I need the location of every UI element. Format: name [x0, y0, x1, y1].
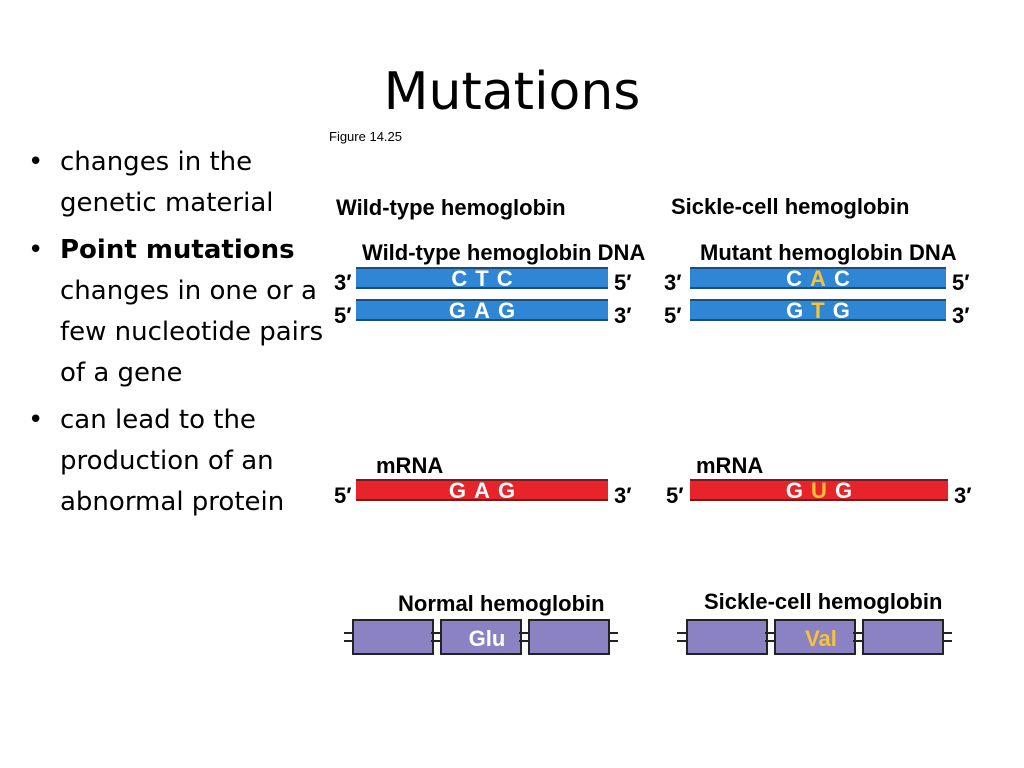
wt-mrna-strand [356, 479, 608, 501]
wt-mrna-left-end: 5′ [334, 483, 352, 508]
peptide-bond [519, 632, 529, 642]
bullet-text: changes in the genetic material [60, 147, 274, 218]
mutated-base: A [810, 266, 826, 291]
base: C [786, 266, 803, 291]
peptide-bond [853, 632, 863, 642]
figure-label: Figure 14.25 [329, 129, 402, 144]
slide-title: Mutations [383, 62, 641, 122]
wt-bottom-right-end: 3′ [614, 303, 632, 328]
bullet-list: changes in the genetic material Point mu… [28, 142, 328, 529]
amino-acid-box [862, 619, 944, 655]
wild-type-heading: Wild-type hemoglobin [336, 195, 566, 220]
wt-bottom-sequence: G A G [356, 300, 608, 322]
base: G [448, 298, 467, 323]
amino-acid-glu: Glu [468, 626, 506, 651]
bullet-item: Point mutations changes in one or a few … [28, 230, 328, 394]
mut-top-sequence: C A C [690, 268, 946, 290]
bullet-item: changes in the genetic material [28, 142, 328, 224]
base: G [497, 478, 516, 503]
amino-acid-box-val [774, 619, 856, 655]
amino-acid-val: Val [805, 626, 837, 651]
base: C [451, 266, 468, 291]
wt-top-sequence: C T C [356, 268, 608, 290]
wt-mrna-label: mRNA [376, 453, 444, 478]
bullet-text: can lead to the production of an abnorma… [60, 405, 285, 517]
base: T [475, 266, 489, 291]
wt-mrna-sequence: G A G [356, 480, 608, 502]
normal-hemoglobin-label: Normal hemoglobin [398, 591, 605, 616]
mut-top-right-end: 5′ [952, 270, 970, 295]
peptide-bond [677, 632, 687, 642]
base: G [785, 478, 804, 503]
peptide-bond [942, 632, 952, 642]
base: G [497, 298, 516, 323]
mut-mrna-left-end: 5′ [666, 483, 684, 508]
base: C [496, 266, 513, 291]
base: G [834, 478, 853, 503]
mut-mrna-strand [690, 479, 948, 501]
peptide-bond [344, 632, 354, 642]
mut-bottom-right-end: 3′ [952, 303, 970, 328]
amino-acid-box-glu [440, 619, 522, 655]
peptide-bond [765, 632, 775, 642]
wild-type-dna-label: Wild-type hemoglobin DNA [362, 240, 646, 265]
mut-bottom-sequence: G T G [690, 300, 946, 322]
amino-acid-box [352, 619, 434, 655]
mut-top-left-end: 3′ [664, 270, 682, 295]
mut-mrna-sequence: G U G [690, 480, 948, 502]
mut-dna-bottom-strand [690, 299, 946, 321]
wt-top-left-end: 3′ [334, 270, 352, 295]
base: G [448, 478, 467, 503]
wt-dna-bottom-strand [356, 299, 608, 321]
bullet-text: changes in one or a few nucleotide pairs… [60, 276, 324, 388]
mut-mrna-right-end: 3′ [954, 483, 972, 508]
bullet-item: can lead to the production of an abnorma… [28, 400, 328, 523]
base: A [474, 298, 490, 323]
mutant-heading: Sickle-cell hemoglobin [671, 194, 910, 219]
base: G [786, 298, 804, 323]
wt-bottom-left-end: 5′ [334, 303, 352, 328]
peptide-bond [431, 632, 441, 642]
mut-dna-top-strand [690, 267, 946, 289]
amino-acid-box [686, 619, 768, 655]
base: G [832, 298, 850, 323]
amino-acid-box [528, 619, 610, 655]
mutated-base: T [811, 298, 825, 323]
wt-top-right-end: 5′ [614, 270, 632, 295]
wt-dna-top-strand [356, 267, 608, 289]
base: A [474, 478, 490, 503]
mut-bottom-left-end: 5′ [664, 303, 682, 328]
sickle-cell-hemoglobin-label: Sickle-cell hemoglobin [704, 589, 943, 614]
bullet-bold-term: Point mutations [60, 235, 295, 265]
mut-mrna-label: mRNA [696, 453, 764, 478]
mutant-dna-label: Mutant hemoglobin DNA [700, 240, 957, 265]
wt-mrna-right-end: 3′ [614, 483, 632, 508]
peptide-bond [608, 632, 618, 642]
base: C [833, 266, 850, 291]
mutated-base: U [811, 478, 827, 503]
